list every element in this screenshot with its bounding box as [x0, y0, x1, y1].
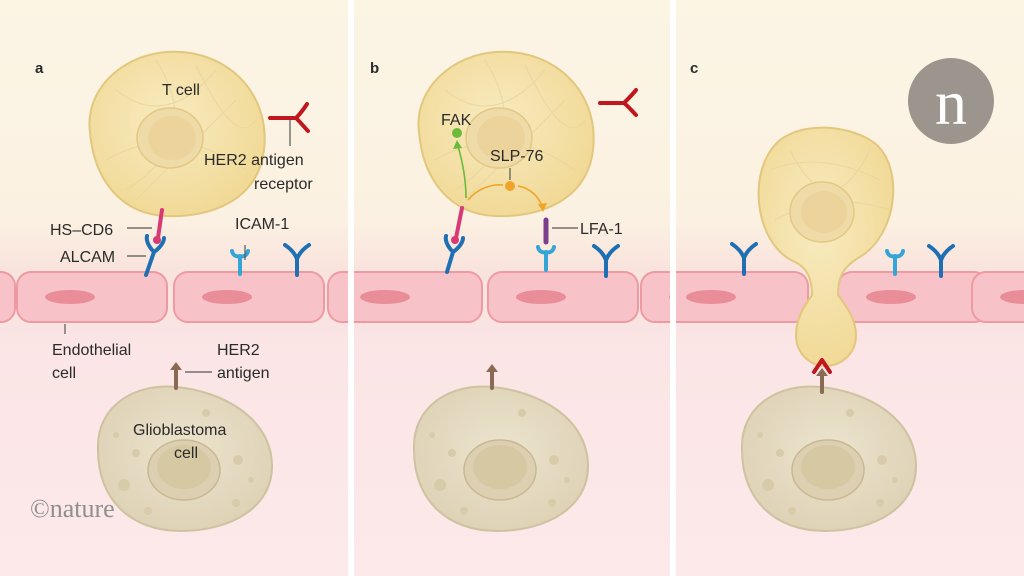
hs-cd6-receptor [153, 208, 164, 244]
hs-cd6-label: HS–CD6 [50, 222, 113, 239]
her2-receptor-label: HER2 antigen [204, 152, 304, 169]
t-cell-label: T cell [162, 82, 200, 99]
icam-1-label: ICAM-1 [235, 216, 289, 233]
t-cell [88, 50, 266, 218]
copyright-mark: ©nature [30, 494, 115, 523]
fak-label: FAK [441, 112, 472, 129]
endothelial-cell-label: cell [52, 365, 76, 382]
migrating-t-cell [757, 126, 895, 368]
slp-76-signal-arrow [467, 184, 547, 212]
panel-divider [670, 0, 676, 576]
panel-b: b FAK SLP-76 LFA-1 [354, 50, 670, 532]
her2-antigen [816, 368, 828, 394]
fak-molecule [452, 128, 462, 138]
her2-antigen-receptor [268, 102, 310, 133]
slp-76-label: SLP-76 [490, 148, 543, 165]
her2-antigen-receptor [812, 358, 832, 374]
panel-label-b: b [370, 60, 379, 77]
panel-c: c n [676, 58, 1024, 532]
glioblastoma-cell-label: Glioblastoma [133, 422, 226, 439]
fak-signal-arrow [453, 140, 467, 199]
her2-antigen-label: HER2 [217, 342, 260, 359]
panel-label-c: c [690, 60, 698, 77]
endothelial-cell-label: Endothelial [52, 342, 131, 359]
glioblastoma-cell-label: cell [174, 445, 198, 462]
panel-divider [348, 0, 354, 576]
her2-antigen-receptor [598, 88, 638, 117]
her2-antigen [486, 364, 498, 390]
logo-letter: n [935, 67, 967, 138]
hs-cd6-receptor [451, 206, 464, 244]
her2-receptor-label: receptor [254, 176, 313, 193]
lfa-1-label: LFA-1 [580, 221, 623, 238]
alcam-receptor [443, 234, 465, 274]
her2-antigen-label: antigen [217, 365, 270, 382]
panel-label-a: a [35, 60, 44, 77]
nature-logo: n [908, 58, 994, 144]
her2-antigen [170, 362, 182, 390]
slp-76-molecule [505, 181, 515, 191]
t-cell [417, 50, 595, 218]
alcam-receptor [144, 234, 166, 277]
alcam-label: ALCAM [60, 249, 115, 266]
panel-a: a T cell HER2 antigen receptor HS–CD6 AL… [0, 50, 348, 532]
